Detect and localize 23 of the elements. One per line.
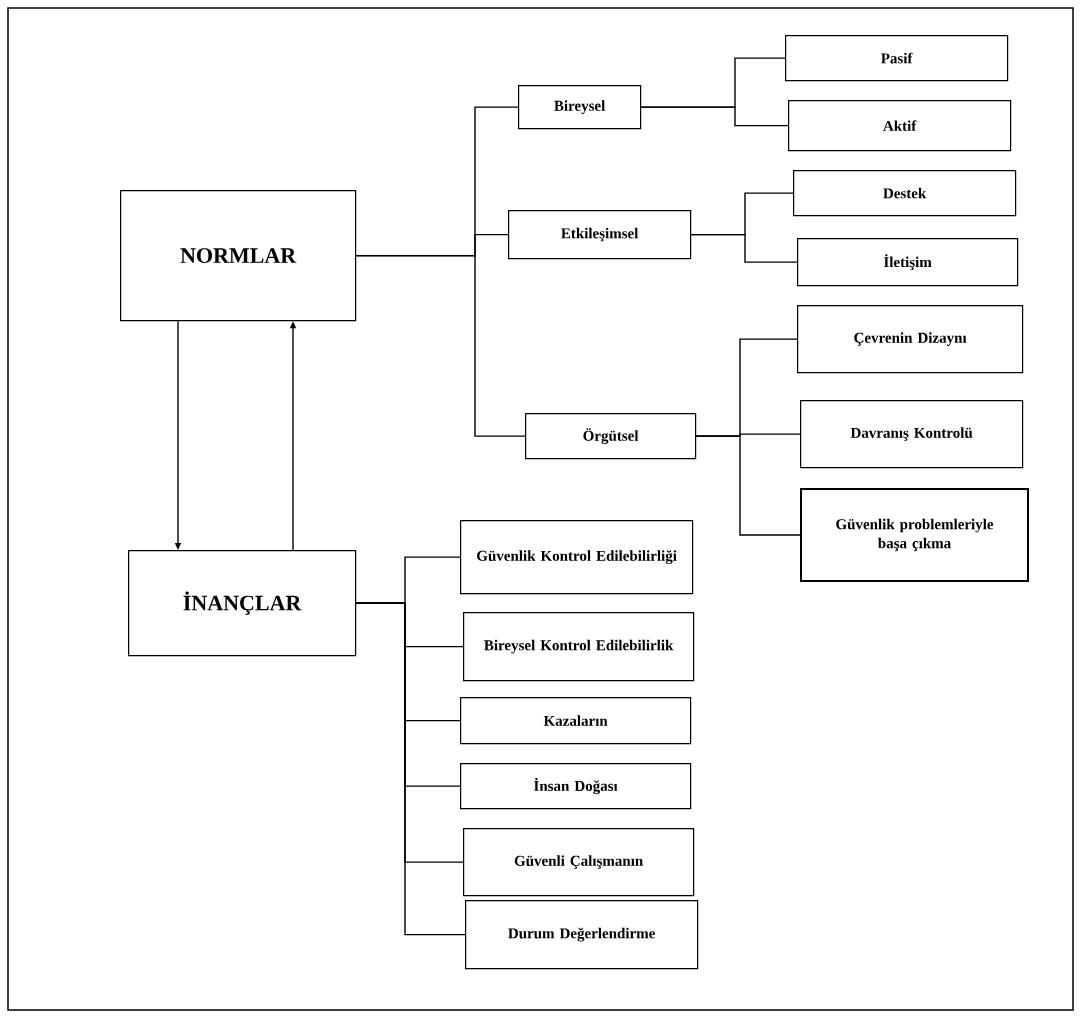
box: Aktif xyxy=(788,100,1012,152)
box: Güvenlik Kontrol Edilebilirliği xyxy=(460,520,694,595)
box: Kazaların xyxy=(460,697,692,745)
connector-line xyxy=(640,106,789,127)
connector-line xyxy=(695,435,801,536)
box: Güvenli Çalışmanın xyxy=(463,828,695,897)
connector-line xyxy=(355,602,466,936)
box: İletişim xyxy=(797,238,1019,287)
box: Durum Değerlendirme xyxy=(465,900,699,970)
box: İnsan Doğası xyxy=(460,763,692,810)
box: Etkileşimsel xyxy=(508,210,692,260)
box: Pasif xyxy=(785,35,1009,82)
box: İNANÇLAR xyxy=(128,550,357,657)
box: Bireysel xyxy=(518,85,642,130)
box: Davranış Kontrolü xyxy=(800,400,1024,469)
box: Bireysel Kontrol Edilebilirlik xyxy=(463,612,695,682)
box: Örgütsel xyxy=(525,413,697,460)
connector-line xyxy=(355,254,526,437)
box: Destek xyxy=(793,170,1017,217)
box: NORMLAR xyxy=(120,190,357,322)
box: Güvenlik problemleriyle başa çıkma xyxy=(800,488,1029,582)
connector-line xyxy=(690,233,798,263)
box: Çevrenin Dizaynı xyxy=(797,305,1024,374)
